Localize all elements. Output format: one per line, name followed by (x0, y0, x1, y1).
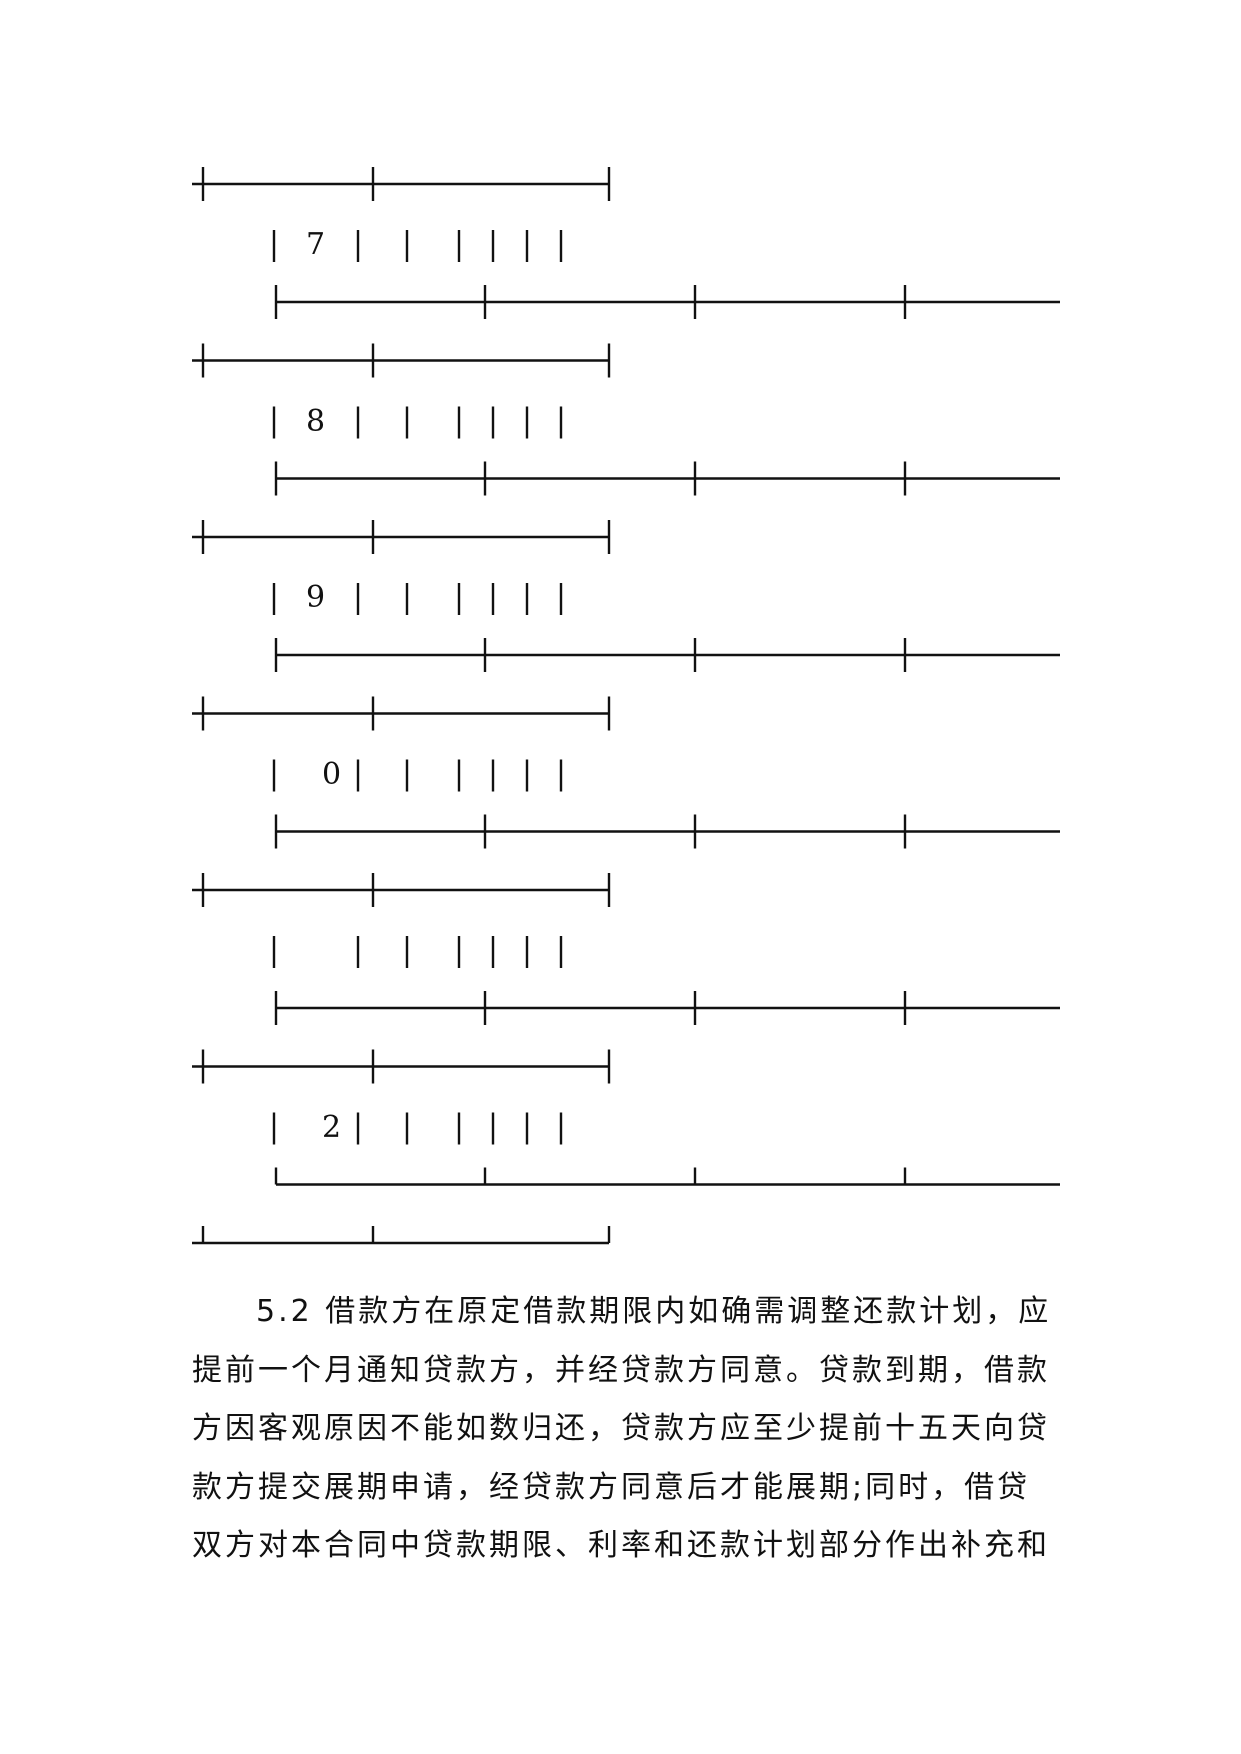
row-number-label: 2 (322, 1109, 342, 1145)
paragraph-line-text: 5.2 借款方在原定借款期限内如确需调整还款计划，应 (256, 1294, 1052, 1329)
paragraph-line: 提前一个月通知贷款方，并经贷款方同意。贷款到期，借款 (192, 1352, 1050, 1388)
row-number-label: 8 (306, 403, 326, 439)
clause-5-2-paragraph: 5.2 借款方在原定借款期限内如确需调整还款计划，应 提前一个月通知贷款方，并经… (192, 1283, 1192, 1576)
paragraph-line: 方因客观原因不能如数归还，贷款方应至少提前十五天向贷 (192, 1411, 1050, 1446)
row-number-label: 7 (306, 227, 326, 262)
paragraph-line: 款方提交展期申请，经贷款方同意后才能展期;同时，借贷 (192, 1469, 1031, 1505)
paragraph-line: 双方对本合同中贷款期限、利率和还款计划部分作出补充和 (192, 1528, 1050, 1563)
row-number-label: 9 (306, 580, 326, 615)
paragraph-line: 5.2 借款方在原定借款期限内如确需调整还款计划，应 (192, 1283, 1192, 1342)
row-number-label: 0 (322, 756, 342, 792)
